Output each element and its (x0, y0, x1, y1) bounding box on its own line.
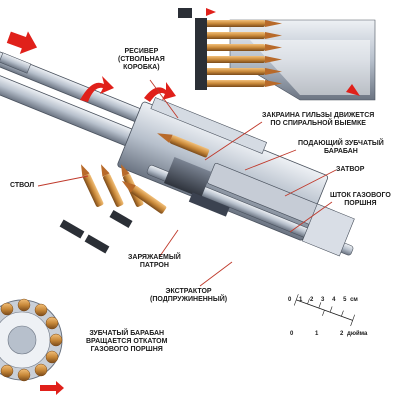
extractor (188, 192, 230, 217)
magazine-cartridges (205, 20, 282, 87)
loaded-cartridge-bullet (157, 133, 173, 144)
arrow-small-icon (206, 8, 216, 16)
buttstock-plate (301, 203, 355, 257)
leader-barrel (37, 175, 89, 187)
drum-cartridge-circles (0, 298, 63, 382)
leader-receiver (149, 79, 179, 119)
drum-cross-section (0, 298, 64, 395)
drum-cavity (163, 156, 212, 198)
arrow-curve-icon (144, 82, 176, 102)
leader-gas-rod (289, 201, 333, 233)
scale-bar (293, 294, 355, 327)
leader-feed-drum (244, 149, 297, 171)
feed-cartridges (59, 164, 167, 254)
loaded-cartridge-case (169, 135, 210, 158)
muzzle (0, 52, 32, 74)
motion-arrows (6, 8, 360, 102)
leader-extractor (199, 261, 233, 287)
leader-cartridge (159, 229, 179, 257)
receiver-top (150, 97, 268, 154)
arrow-small-icon (346, 84, 360, 96)
magazine-inset (178, 2, 380, 102)
leader-bolt (284, 169, 337, 197)
leader-lines (37, 79, 337, 287)
leader-case-spiral (204, 121, 263, 161)
arrow-right-icon (6, 31, 38, 54)
arrow-curve-icon (80, 76, 114, 102)
drum-rotation-arrow-icon (40, 381, 64, 395)
